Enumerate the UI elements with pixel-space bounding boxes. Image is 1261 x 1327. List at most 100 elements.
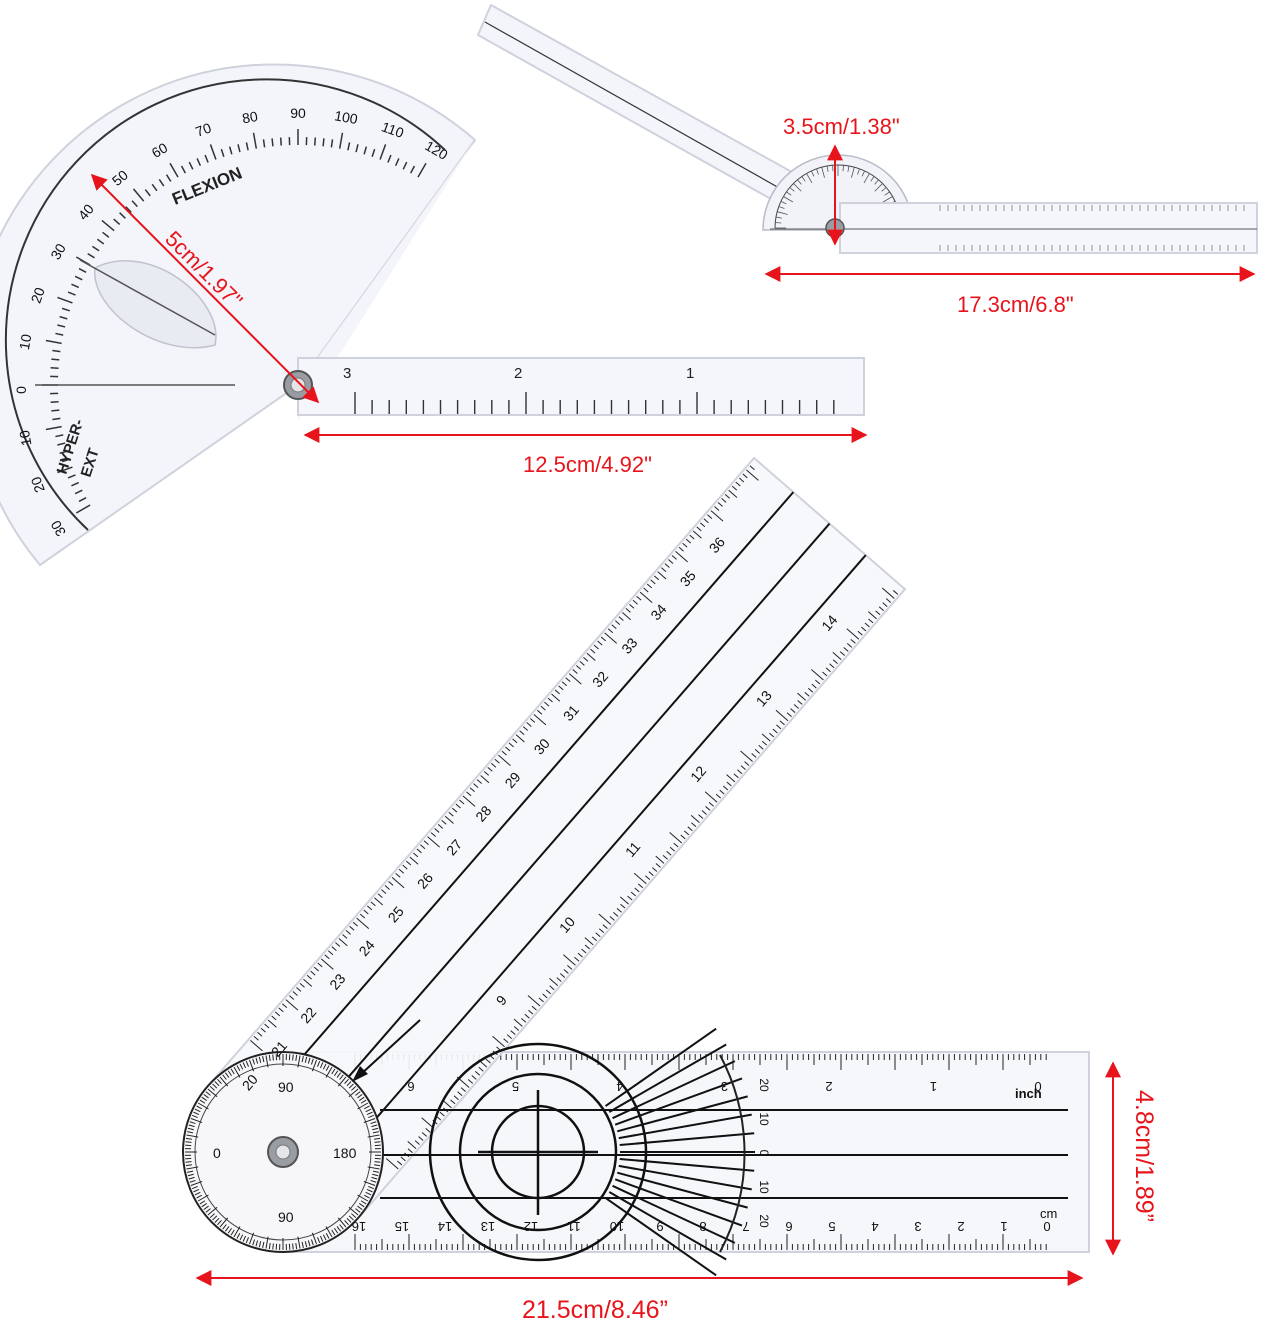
tick: [197, 1102, 209, 1110]
cm-label: 4: [871, 1219, 878, 1234]
tick: [738, 477, 745, 483]
tick: [212, 1215, 218, 1221]
tick: [726, 774, 736, 783]
tick: [219, 1076, 229, 1087]
tick: [185, 1161, 192, 1163]
tick: [331, 946, 337, 952]
tick: [494, 758, 500, 764]
tick: [185, 1141, 192, 1143]
tick: [602, 924, 608, 929]
tick: [664, 563, 670, 568]
tick: [705, 806, 711, 811]
tick: [336, 1226, 342, 1232]
tick: [212, 1083, 218, 1089]
tick: [214, 1217, 220, 1223]
tick: [299, 982, 305, 988]
tick: [201, 1203, 208, 1208]
tick: [490, 762, 497, 768]
tick: [207, 1206, 218, 1216]
angle-label: 20: [28, 285, 48, 305]
arm-label-2: 2: [514, 365, 522, 382]
tick: [57, 442, 66, 446]
tick: [598, 928, 605, 934]
tick: [556, 977, 562, 982]
finger-height-dimension: 3.5cm/1.38": [783, 114, 900, 139]
inch-label: 2: [825, 1079, 832, 1094]
tick: [790, 708, 796, 713]
tick: [613, 912, 619, 917]
tick: [581, 948, 587, 954]
small-goniometer-arm: [297, 357, 865, 416]
tick: [779, 720, 785, 726]
tick: [527, 995, 541, 1007]
tick: [607, 628, 614, 634]
tick: [71, 283, 80, 289]
tick: [842, 165, 844, 172]
angle-label: 30: [47, 518, 69, 540]
tick: [655, 863, 661, 868]
tick: [777, 211, 788, 215]
tick: [519, 730, 525, 736]
tick: [881, 587, 895, 599]
tick: [204, 154, 209, 163]
tick: [874, 183, 883, 192]
tick: [186, 1134, 199, 1138]
tick: [875, 610, 881, 616]
fan-line: [612, 1184, 736, 1244]
tick: [561, 681, 568, 687]
tick: [746, 469, 759, 481]
tick: [335, 942, 341, 947]
tick: [363, 1105, 370, 1110]
tick: [279, 137, 283, 146]
tick: [884, 191, 890, 196]
tick: [374, 1141, 381, 1143]
tick: [363, 146, 368, 155]
tick: [199, 1200, 206, 1205]
tick: [850, 638, 856, 644]
tick: [245, 142, 249, 151]
angle-label: 110: [380, 118, 407, 141]
tick: [586, 652, 596, 661]
tick: [187, 1127, 194, 1131]
tick: [629, 603, 635, 609]
tick: [863, 173, 870, 184]
tick: [233, 1066, 241, 1078]
tick: [236, 1232, 241, 1239]
cm-label: 16: [352, 1219, 366, 1234]
tick: [311, 1232, 317, 1245]
tick: [306, 974, 312, 980]
tick: [310, 1239, 314, 1246]
tick: [701, 810, 707, 815]
tick: [346, 1217, 352, 1223]
cm-label: 2: [957, 1219, 964, 1234]
tick: [325, 1226, 333, 1238]
tick: [265, 1055, 269, 1068]
tick: [442, 1100, 452, 1109]
tick: [407, 1148, 413, 1154]
tick: [193, 1111, 200, 1116]
tick: [336, 1072, 342, 1078]
tick: [704, 791, 718, 803]
tick: [526, 722, 532, 727]
tick: [778, 206, 785, 209]
tick: [45, 425, 62, 431]
tick: [636, 595, 642, 601]
tick: [371, 148, 376, 157]
tick: [825, 667, 831, 673]
tick: [307, 1057, 311, 1064]
tick: [189, 1179, 196, 1183]
tick: [57, 466, 73, 474]
tick: [199, 1099, 206, 1104]
tick: [351, 1086, 357, 1091]
tick: [196, 1105, 203, 1110]
tick: [416, 848, 422, 854]
tick: [811, 669, 824, 681]
tick: [786, 191, 792, 196]
inch-label: 3: [721, 1079, 728, 1094]
tick: [622, 612, 632, 621]
tick: [338, 938, 348, 947]
tick: [377, 893, 383, 899]
tick: [554, 689, 560, 695]
spinal-fan-lines: [604, 1027, 755, 1277]
